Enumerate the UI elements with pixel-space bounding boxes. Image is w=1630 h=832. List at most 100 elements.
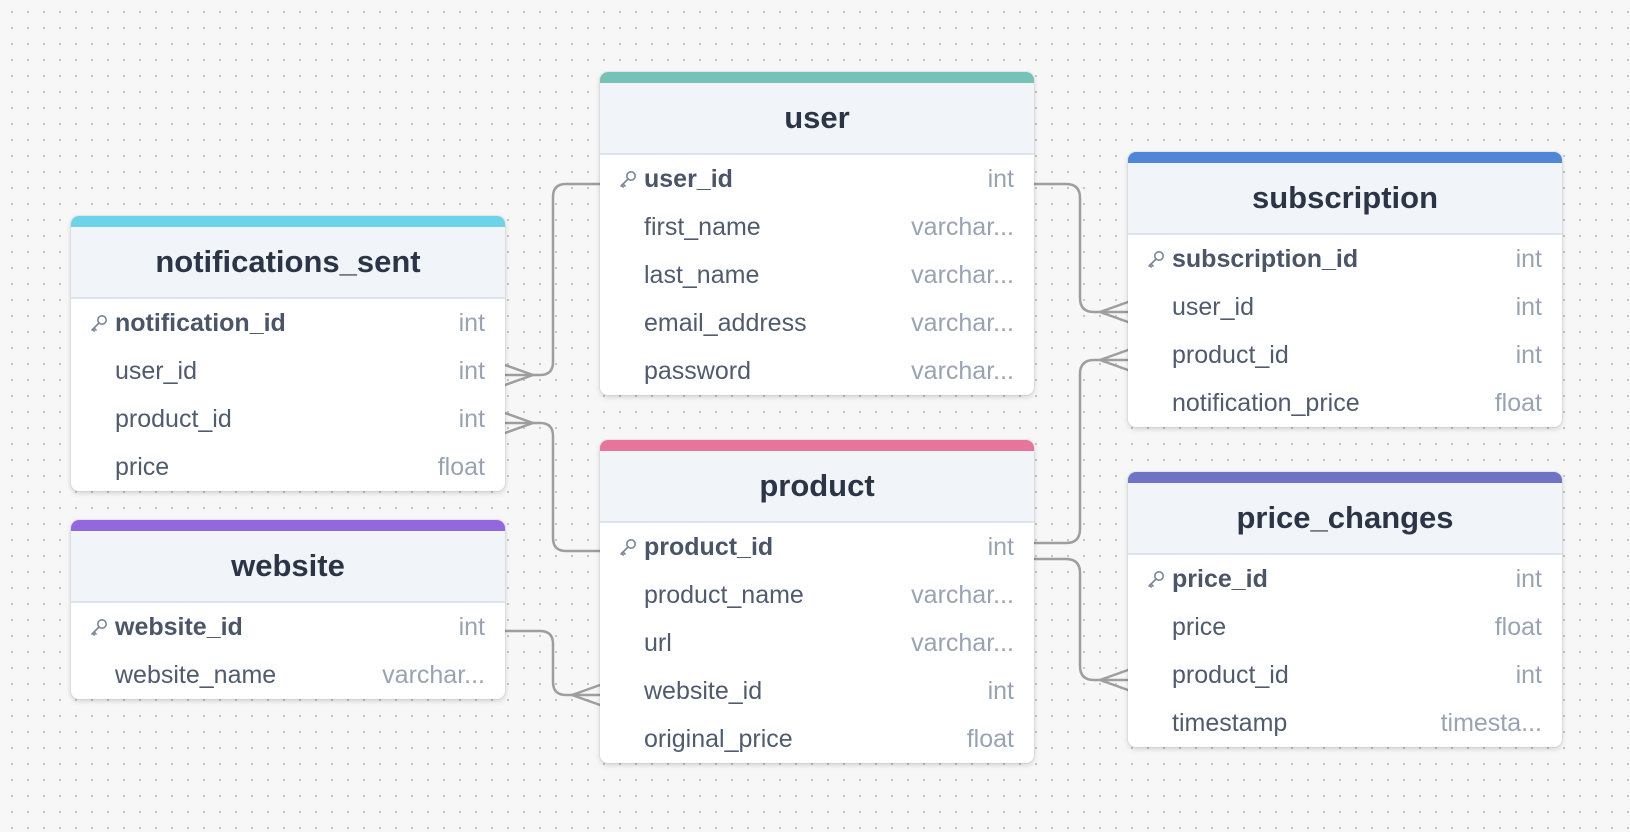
connector-user-notifications xyxy=(503,182,602,377)
table-title: product xyxy=(759,468,875,503)
crowsfoot-pricechanges-product xyxy=(1098,668,1130,692)
connector-product-subscription xyxy=(1032,358,1130,545)
column-type: int xyxy=(458,356,485,385)
column-type: float xyxy=(966,724,1014,753)
column-name: product_id xyxy=(1172,660,1289,689)
column-name: user_id xyxy=(1172,292,1254,321)
table-accent-bar xyxy=(600,72,1034,83)
column-name: user_id xyxy=(644,164,733,193)
column-type: int xyxy=(1515,340,1542,369)
column-row[interactable]: user_id int xyxy=(600,155,1034,203)
column-type: int xyxy=(458,404,485,433)
primary-key-icon xyxy=(89,617,115,637)
column-name: website_name xyxy=(115,660,277,689)
column-name: product_id xyxy=(644,532,774,561)
table-website[interactable]: website website_id int website_name varchar… xyxy=(71,520,505,699)
connector-product-notifications xyxy=(503,421,602,553)
column-name: url xyxy=(644,628,672,657)
column-name: timestamp xyxy=(1172,708,1288,737)
column-type: int xyxy=(1515,564,1542,593)
column-row[interactable]: product_id int xyxy=(1128,331,1562,379)
connector-website-product xyxy=(503,629,602,697)
table-header[interactable]: price_changes xyxy=(1128,483,1562,555)
column-type: varchar... xyxy=(911,628,1014,657)
crowsfoot-notifications-product xyxy=(503,411,535,435)
column-type: varchar... xyxy=(911,260,1014,289)
table-accent-bar xyxy=(71,216,505,227)
column-name: last_name xyxy=(644,260,760,289)
column-row[interactable]: website_id int xyxy=(71,603,505,651)
column-type: varchar... xyxy=(911,580,1014,609)
column-row[interactable]: last_name varchar... xyxy=(600,251,1034,299)
column-type: int xyxy=(987,676,1014,705)
column-type: timesta... xyxy=(1440,708,1542,737)
primary-key-icon xyxy=(618,169,644,189)
crowsfoot-product-website xyxy=(570,683,602,707)
column-row[interactable]: product_id int xyxy=(71,395,505,443)
table-accent-bar xyxy=(1128,472,1562,483)
table-header[interactable]: website xyxy=(71,531,505,603)
column-name: price xyxy=(1172,612,1227,641)
table-header[interactable]: user xyxy=(600,83,1034,155)
connector-product-pricechanges xyxy=(1032,557,1130,682)
table-title: user xyxy=(784,100,850,135)
column-type: int xyxy=(1515,660,1542,689)
column-row[interactable]: email_address varchar... xyxy=(600,299,1034,347)
column-row[interactable]: timestamp timesta... xyxy=(1128,699,1562,747)
table-accent-bar xyxy=(600,440,1034,451)
table-title: price_changes xyxy=(1236,500,1454,535)
column-type: float xyxy=(437,452,485,481)
column-type: int xyxy=(987,164,1014,193)
column-name: notification_id xyxy=(115,308,286,337)
primary-key-icon xyxy=(618,537,644,557)
column-row[interactable]: notification_id int xyxy=(71,299,505,347)
table-header[interactable]: subscription xyxy=(1128,163,1562,235)
column-name: website_id xyxy=(115,612,243,641)
column-row[interactable]: password varchar... xyxy=(600,347,1034,395)
column-type: int xyxy=(458,612,485,641)
column-name: email_address xyxy=(644,308,807,337)
crowsfoot-subscription-user xyxy=(1098,300,1130,324)
column-name: product_id xyxy=(1172,340,1289,369)
column-row[interactable]: original_price float xyxy=(600,715,1034,763)
column-type: int xyxy=(458,308,485,337)
column-row[interactable]: url varchar... xyxy=(600,619,1034,667)
column-type: varchar... xyxy=(911,356,1014,385)
column-type: varchar... xyxy=(911,308,1014,337)
column-name: original_price xyxy=(644,724,793,753)
column-row[interactable]: website_name varchar... xyxy=(71,651,505,699)
table-title: notifications_sent xyxy=(155,244,421,279)
column-name: password xyxy=(644,356,751,385)
primary-key-icon xyxy=(1146,569,1172,589)
table-header[interactable]: product xyxy=(600,451,1034,523)
table-title: website xyxy=(231,548,345,583)
column-type: int xyxy=(1515,244,1542,273)
column-type: int xyxy=(987,532,1014,561)
table-accent-bar xyxy=(1128,152,1562,163)
column-name: first_name xyxy=(644,212,761,241)
crowsfoot-subscription-product xyxy=(1098,348,1130,372)
column-name: subscription_id xyxy=(1172,244,1359,273)
table-title: subscription xyxy=(1251,180,1438,215)
column-name: product_id xyxy=(115,404,232,433)
table-header[interactable]: notifications_sent xyxy=(71,227,505,299)
column-type: varchar... xyxy=(911,212,1014,241)
column-row[interactable]: subscription_id int xyxy=(1128,235,1562,283)
column-row[interactable]: first_name varchar... xyxy=(600,203,1034,251)
column-type: varchar... xyxy=(382,660,485,689)
column-row[interactable]: product_id int xyxy=(600,523,1034,571)
column-row[interactable]: product_id int xyxy=(1128,651,1562,699)
